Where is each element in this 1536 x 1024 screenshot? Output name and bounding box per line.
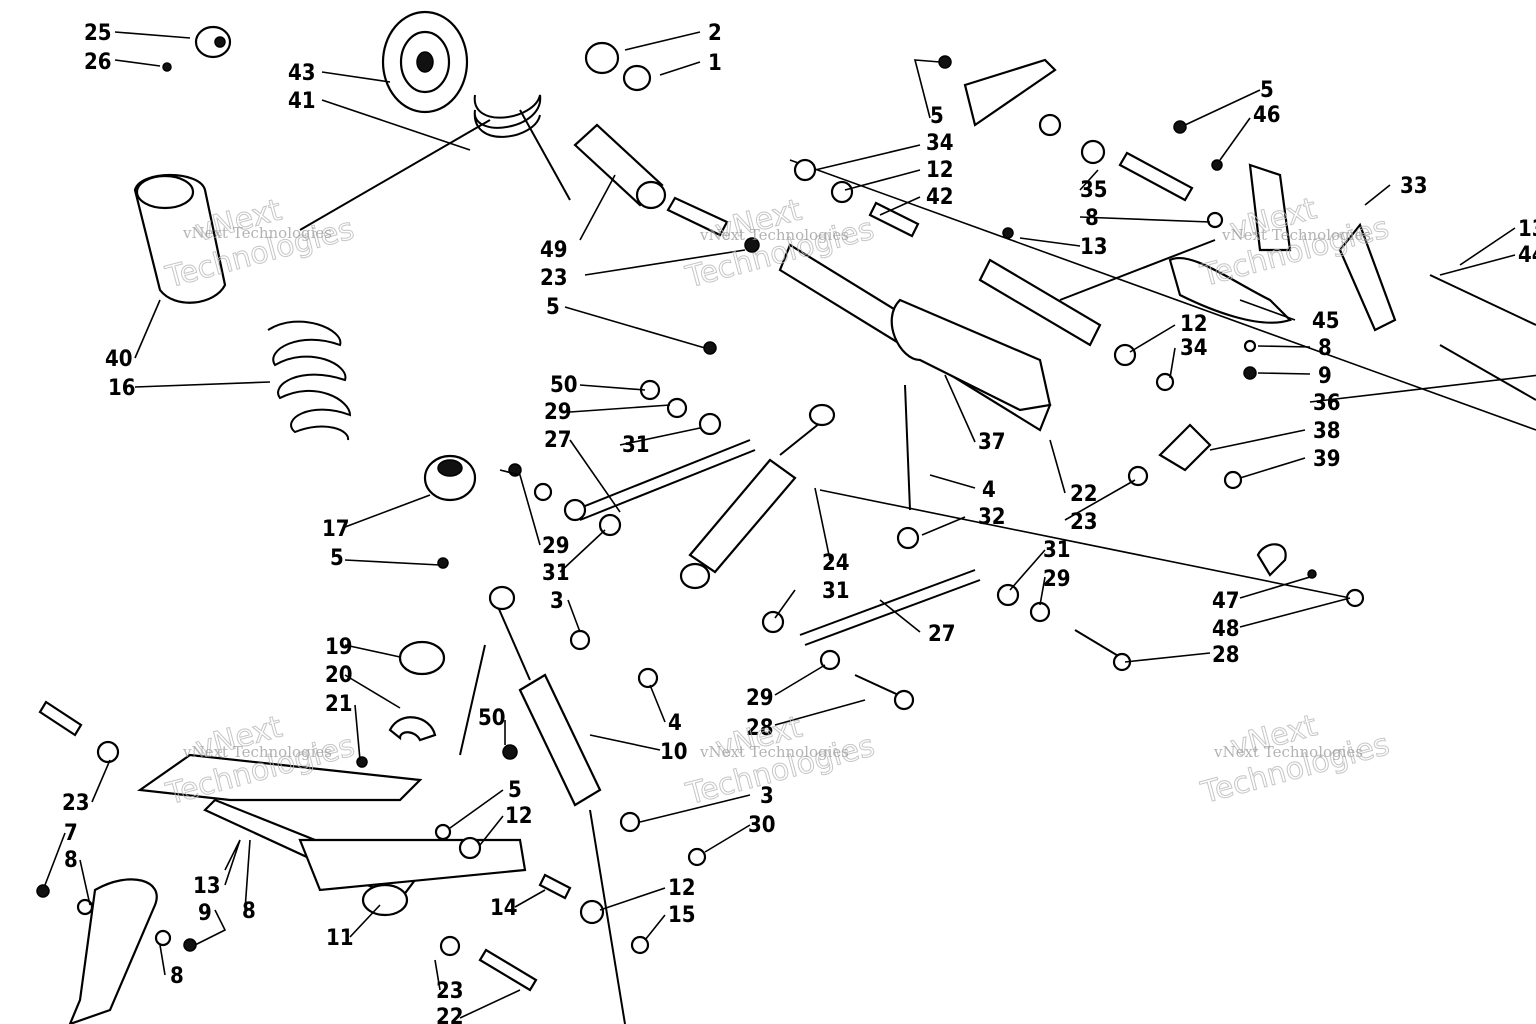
callout-39: 39	[1313, 447, 1341, 472]
callout-4: 4	[982, 478, 996, 503]
callout-29: 29	[544, 400, 572, 425]
callout-13: 13	[1080, 235, 1108, 260]
callout-8: 8	[170, 964, 184, 989]
callout-27: 27	[928, 622, 956, 647]
watermarks: vNext Technologies vNext Technologies vN…	[161, 191, 1394, 813]
callout-labels: 25 26 43 41 2 1 49 23 5 34 12 42 35 8 13…	[62, 21, 1536, 1024]
callout-13: 13	[1518, 217, 1536, 242]
callout-30: 30	[748, 813, 776, 838]
callout-31: 31	[542, 561, 570, 586]
callout-35: 35	[1080, 178, 1108, 203]
callout-3: 3	[550, 589, 564, 614]
callout-9: 9	[1318, 364, 1332, 389]
callout-31: 31	[622, 433, 650, 458]
callout-8: 8	[1318, 336, 1332, 361]
callout-28: 28	[746, 716, 774, 741]
callout-23: 23	[1070, 510, 1098, 535]
watermark-4-caption: vNext Technologies	[182, 743, 332, 761]
callout-15: 15	[668, 903, 696, 928]
callout-10: 10	[660, 740, 688, 765]
callout-8: 8	[1085, 206, 1099, 231]
callout-4: 4	[668, 711, 682, 736]
callout-5: 5	[930, 104, 944, 129]
callout-5: 5	[330, 546, 344, 571]
watermark-6-caption: vNext Technologies	[1213, 743, 1363, 761]
callout-13: 13	[193, 874, 221, 899]
callout-49: 49	[540, 238, 568, 263]
callout-50: 50	[478, 706, 506, 731]
callout-36: 36	[1313, 391, 1341, 416]
callout-42: 42	[926, 185, 954, 210]
callout-17: 17	[322, 517, 350, 542]
callout-44: 44	[1518, 243, 1536, 268]
callout-21: 21	[325, 692, 353, 717]
callout-50: 50	[550, 373, 578, 398]
callout-7: 7	[64, 821, 78, 846]
callout-25: 25	[84, 21, 112, 46]
watermark-1-caption: vNext Technologies	[182, 224, 332, 242]
callout-5: 5	[1260, 78, 1274, 103]
callout-12: 12	[926, 158, 954, 183]
callout-3: 3	[760, 784, 774, 809]
watermark-2-caption: vNext Technologies	[699, 226, 849, 244]
callout-31: 31	[1043, 538, 1071, 563]
callout-37: 37	[978, 430, 1006, 455]
callout-14: 14	[490, 896, 518, 921]
callout-12: 12	[1180, 312, 1208, 337]
callout-1: 1	[708, 51, 722, 76]
callout-12: 12	[668, 876, 696, 901]
callout-41: 41	[288, 89, 316, 114]
callout-12: 12	[505, 804, 533, 829]
callout-2: 2	[708, 21, 722, 46]
callout-46: 46	[1253, 103, 1281, 128]
callout-43: 43	[288, 61, 316, 86]
callout-23: 23	[540, 266, 568, 291]
callout-22: 22	[1070, 482, 1098, 507]
callout-40: 40	[105, 347, 133, 372]
callout-33: 33	[1400, 174, 1428, 199]
callout-45: 45	[1312, 309, 1340, 334]
watermark-5-caption: vNext Technologies	[699, 743, 849, 761]
callout-16: 16	[108, 376, 136, 401]
callout-9: 9	[198, 901, 212, 926]
callout-29: 29	[746, 686, 774, 711]
callout-11: 11	[326, 926, 354, 951]
callout-20: 20	[325, 663, 353, 688]
callout-23: 23	[62, 791, 90, 816]
callout-26: 26	[84, 50, 112, 75]
callout-38: 38	[1313, 419, 1341, 444]
watermark-3-caption: vNext Technologies	[1221, 226, 1371, 244]
callout-34: 34	[1180, 336, 1208, 361]
callout-19: 19	[325, 635, 353, 660]
callout-22: 22	[436, 1005, 464, 1024]
callout-34: 34	[926, 131, 954, 156]
callout-27: 27	[544, 428, 572, 453]
callout-31: 31	[822, 579, 850, 604]
callout-29: 29	[1043, 567, 1071, 592]
callout-24: 24	[822, 551, 850, 576]
callout-32: 32	[978, 505, 1006, 530]
callout-29: 29	[542, 534, 570, 559]
callout-28: 28	[1212, 643, 1240, 668]
callout-8: 8	[64, 848, 78, 873]
callout-5: 5	[508, 778, 522, 803]
callout-48: 48	[1212, 617, 1240, 642]
part-drawings	[36, 10, 1536, 1024]
callout-47: 47	[1212, 589, 1240, 614]
callout-23: 23	[436, 979, 464, 1004]
callout-5: 5	[546, 295, 560, 320]
leader-lines	[44, 31, 1536, 1019]
callout-8: 8	[242, 899, 256, 924]
